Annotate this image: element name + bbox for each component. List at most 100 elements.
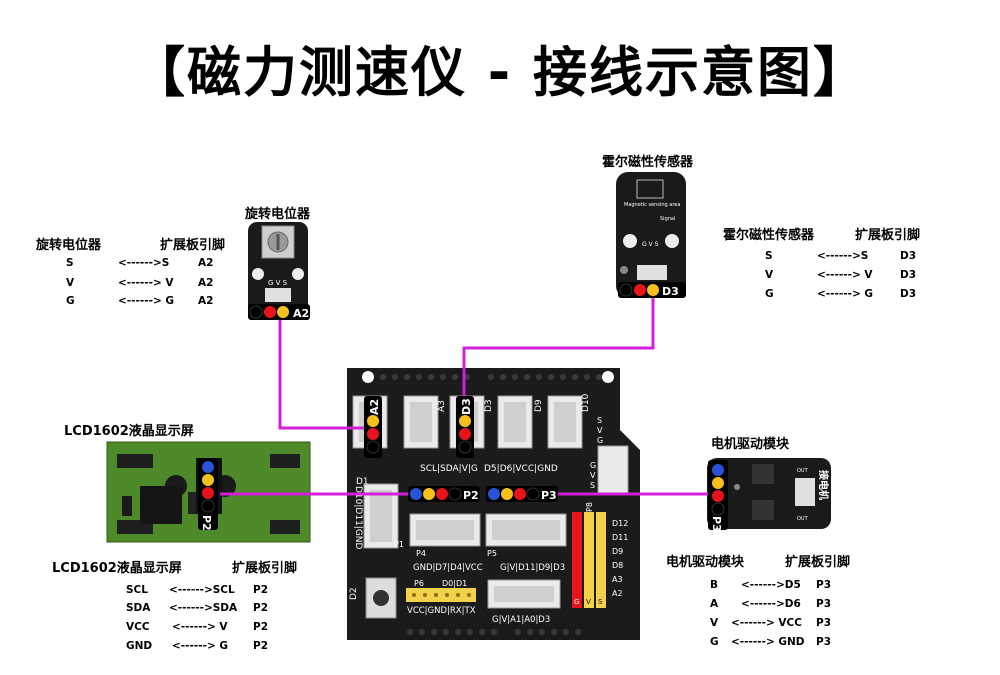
table-cell: <------>S — [118, 257, 170, 269]
button-d2 — [365, 577, 397, 619]
table-cell: V — [710, 617, 719, 629]
hall-table-head-left: 霍尔磁性传感器 — [723, 228, 815, 243]
lcd-port-label: P2 — [200, 515, 213, 531]
board-port-d9 — [497, 395, 533, 449]
p4-pin-label: GND|D7|D4|VCC — [413, 563, 483, 573]
table-cell: P2 — [253, 584, 269, 596]
potentiometer-table-head-right: 扩展板引脚 — [160, 238, 226, 253]
motor-driver-label: 电机驱动模块 — [711, 437, 790, 452]
table-cell: <------> G — [817, 288, 874, 300]
p7-pin-label: G|V|A1|A0|D3 — [492, 615, 550, 625]
hall-pin-marks: G V S — [642, 241, 659, 248]
potentiometer-pin-marks: G V S — [268, 279, 288, 287]
table-cell: SDA — [126, 602, 151, 614]
right-pin-d11: D11 — [612, 533, 628, 542]
page-title: 【磁力测速仪 - 接线示意图】 — [130, 41, 869, 104]
motor-port-label: P3 — [710, 516, 723, 532]
hall-sensing-text: Magnetic sensing area — [624, 202, 680, 208]
table-cell: D3 — [900, 269, 917, 281]
table-cell: <------>SDA — [169, 602, 238, 614]
right-pin-d12: D12 — [612, 519, 628, 528]
motor-side-label: 接电机 — [817, 470, 830, 500]
board-label-d1: D1 — [356, 477, 369, 487]
table-cell: <------>D6 — [741, 598, 801, 610]
board-port-right — [597, 445, 629, 495]
potentiometer-port-tag: A2 — [248, 304, 310, 320]
board-d3-label: D3 — [460, 398, 473, 415]
right-pin-a2: A2 — [612, 589, 623, 598]
table-cell: P3 — [816, 598, 832, 610]
hall-port-label: D3 — [662, 285, 679, 298]
svg-label-s: S — [597, 416, 602, 425]
motor-out1-text: OUT — [797, 468, 809, 474]
table-cell: VCC — [126, 621, 150, 633]
lcd-label: LCD1602液晶显示屏 — [64, 424, 194, 439]
p6-pin-label: VCC|GND|RX|TX — [407, 606, 476, 616]
board-header-p6 — [406, 588, 476, 602]
table-cell: S — [66, 257, 74, 269]
table-cell: <------> G — [172, 640, 229, 652]
table-cell: P2 — [253, 640, 269, 652]
table-cell: <------>SCL — [169, 584, 235, 596]
left-vertical-label: D10|D11|GND — [353, 486, 363, 550]
wire-potentiometer — [278, 320, 365, 430]
board-p2-tag: P2 — [408, 486, 480, 502]
motor-table-head-left: 电机驱动模块 — [666, 555, 745, 570]
table-cell: D3 — [900, 288, 917, 300]
p6-top-label: D0|D1 — [442, 579, 467, 588]
hall-sensor-module: Magnetic sensing area Signal G V S — [616, 172, 686, 298]
right-port-label-g: G — [590, 461, 596, 470]
table-cell: G — [765, 288, 774, 300]
right-pin-head-v: V — [586, 598, 591, 606]
right-pin-head-s: S — [598, 598, 603, 606]
table-cell: <------> G — [118, 295, 175, 307]
port-label-d3-top: D3 — [484, 399, 494, 412]
wire-hall-sensor — [462, 298, 655, 396]
board-port-a3 — [403, 395, 439, 449]
motor-port-tag: P3 — [708, 460, 728, 532]
right-pin-headers — [572, 512, 606, 608]
potentiometer-module: G V S — [248, 222, 308, 320]
table-cell: V — [765, 269, 774, 281]
table-cell: P3 — [816, 636, 832, 648]
board-label-p6: P6 — [414, 579, 424, 588]
table-cell: GND — [126, 640, 153, 652]
port-label-d9: D9 — [534, 399, 544, 412]
table-cell: S — [765, 250, 773, 262]
potentiometer-label: 旋转电位器 — [245, 207, 311, 222]
right-pin-head-g: G — [574, 598, 579, 606]
wires — [220, 298, 710, 496]
port-label-d10: D10 — [581, 393, 591, 412]
p5-pin-label: G|V|D11|D9|D3 — [500, 563, 565, 573]
mid-header-label: D5|D6|VCC|GND — [484, 464, 558, 474]
table-cell: SCL — [126, 584, 148, 596]
port-label-a3: A3 — [437, 400, 447, 412]
board-label-p5: P5 — [487, 549, 497, 558]
board-d3-tag: D3 — [456, 396, 474, 458]
board-label-p4: P4 — [416, 549, 426, 558]
table-cell: <------> VCC — [731, 617, 802, 629]
potentiometer-table-head-left: 旋转电位器 — [36, 238, 102, 253]
right-pin-d8: D8 — [612, 561, 623, 570]
board-label-d2: D2 — [349, 587, 359, 600]
board-a2-tag: A2 — [364, 396, 382, 458]
motor-driver-module: OUT OUT 接电机 — [707, 458, 831, 529]
table-cell: A — [710, 598, 719, 610]
hall-signal-text: Signal — [660, 216, 675, 222]
table-cell: D3 — [900, 250, 917, 262]
board-label-p8: P8 — [585, 502, 594, 512]
table-cell: <------>D5 — [741, 579, 801, 591]
table-cell: P2 — [253, 602, 269, 614]
board-label-p1: P1 — [394, 540, 404, 549]
table-cell: P3 — [816, 579, 832, 591]
motor-table-head-right: 扩展板引脚 — [785, 555, 851, 570]
board-a2-label: A2 — [368, 399, 381, 415]
table-cell: <------> V — [172, 621, 228, 633]
board-p3-label: P3 — [541, 489, 557, 502]
right-pin-a3: A3 — [612, 575, 623, 584]
lcd-table-head-right: 扩展板引脚 — [232, 561, 298, 576]
board-p2-label: P2 — [463, 489, 479, 502]
board-port-d10 — [547, 395, 583, 449]
table-cell: G — [66, 295, 75, 307]
